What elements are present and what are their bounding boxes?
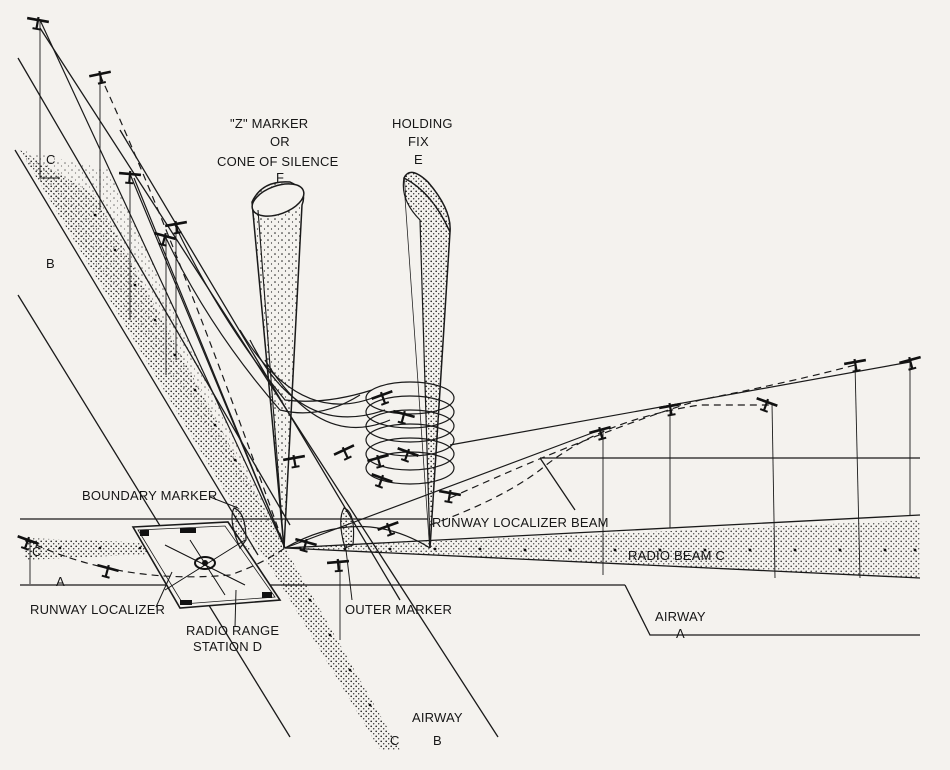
z-marker-label-4: F	[276, 170, 284, 185]
outer-marker-label: OUTER MARKER	[345, 602, 452, 617]
boundary-marker-label: BOUNDARY MARKER	[82, 488, 217, 503]
radio-beam-c-label: RADIO BEAM C	[628, 548, 725, 563]
letter-c-bottom: C	[390, 733, 400, 748]
z-marker-label-2: OR	[270, 134, 290, 149]
z-marker-cone	[251, 181, 305, 549]
airway-a-label-1: AIRWAY	[655, 609, 706, 624]
flight-paths	[39, 19, 911, 549]
holding-fix-label-1: HOLDING	[392, 116, 453, 131]
c-bracket	[39, 168, 60, 179]
airway-b-label-1: AIRWAY	[412, 710, 463, 725]
holding-fix-cone	[402, 171, 451, 549]
letter-c-top: C	[46, 152, 56, 167]
holding-pattern-spiral	[365, 381, 455, 485]
labels: "Z" MARKER OR CONE OF SILENCE F HOLDING …	[30, 116, 725, 748]
holding-fix-label-3: E	[414, 152, 423, 167]
dashed-flight-paths	[24, 74, 856, 578]
beam-dots	[58, 213, 917, 707]
radio-range-station	[131, 521, 282, 609]
radio-beam-b-upper	[20, 150, 285, 548]
z-marker-label-1: "Z" MARKER	[230, 116, 308, 131]
radio-beam-b	[20, 150, 400, 750]
runway-localizer-label: RUNWAY LOCALIZER	[30, 602, 165, 617]
z-marker-label-3: CONE OF SILENCE	[217, 154, 339, 169]
radio-range-label-2: STATION D	[193, 639, 262, 654]
runway-localizer-beam-label: RUNWAY LOCALIZER BEAM	[432, 515, 609, 530]
letter-a-left: A	[56, 574, 65, 589]
letter-b-left: B	[46, 256, 55, 271]
boundary-marker-fan	[231, 507, 247, 550]
holding-fix-label-2: FIX	[408, 134, 429, 149]
outer-marker-fan	[340, 507, 355, 549]
label-leaders	[155, 496, 353, 628]
radio-range-label-1: RADIO RANGE	[186, 623, 279, 638]
radio-beam-c	[285, 520, 920, 578]
airway-b-label-2: B	[433, 733, 442, 748]
altitude-drop-lines	[29, 22, 911, 640]
letter-c-left: C	[32, 544, 42, 559]
airway-a-label-2: A	[676, 626, 685, 641]
